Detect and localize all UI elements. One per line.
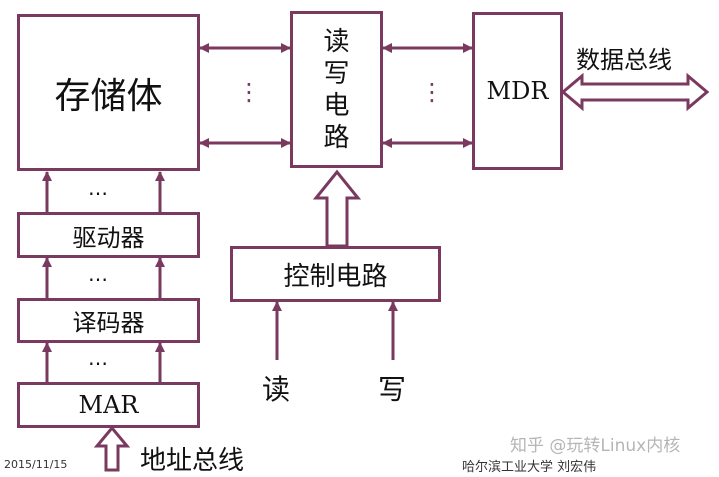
data-bus-arrow bbox=[560, 72, 710, 112]
mdr-label: MDR bbox=[486, 77, 549, 105]
ellipsis-driver-storage: … bbox=[88, 176, 108, 200]
footer-date: 2015/11/15 bbox=[4, 458, 68, 471]
storage-label: 存储体 bbox=[54, 75, 163, 117]
write-label: 写 bbox=[378, 373, 407, 406]
mar-label: MAR bbox=[78, 391, 139, 419]
control-label: 控制电路 bbox=[283, 261, 388, 292]
ellipsis-mar-decoder: … bbox=[88, 346, 108, 370]
ellipsis-rw-mdr: ⋮ bbox=[420, 78, 444, 106]
storage-block: 存储体 bbox=[17, 14, 200, 171]
rw-char-1: 读 bbox=[323, 26, 350, 57]
footer-watermark: 知乎 @玩转Linux内核 bbox=[510, 436, 681, 456]
ellipsis-decoder-driver: … bbox=[88, 262, 108, 286]
rw-circuit-block: 读 写 电 路 bbox=[290, 11, 383, 168]
driver-block: 驱动器 bbox=[17, 212, 200, 258]
read-label: 读 bbox=[262, 373, 291, 406]
address-bus-label: 地址总线 bbox=[140, 446, 245, 476]
decoder-label: 译码器 bbox=[72, 309, 145, 337]
address-bus-arrow bbox=[93, 425, 131, 472]
rw-char-4: 路 bbox=[323, 122, 350, 153]
rw-char-2: 写 bbox=[323, 58, 350, 89]
decoder-block: 译码器 bbox=[17, 298, 200, 343]
ellipsis-storage-rw: ⋮ bbox=[237, 78, 261, 106]
control-to-rw-arrow bbox=[312, 169, 362, 248]
data-bus-label: 数据总线 bbox=[576, 46, 672, 74]
mar-block: MAR bbox=[17, 382, 200, 428]
driver-label: 驱动器 bbox=[72, 223, 145, 252]
control-block: 控制电路 bbox=[230, 246, 441, 302]
footer-source: 哈尔滨工业大学 刘宏伟 bbox=[462, 460, 597, 475]
mdr-block: MDR bbox=[472, 12, 563, 170]
rw-char-3: 电 bbox=[323, 90, 350, 121]
